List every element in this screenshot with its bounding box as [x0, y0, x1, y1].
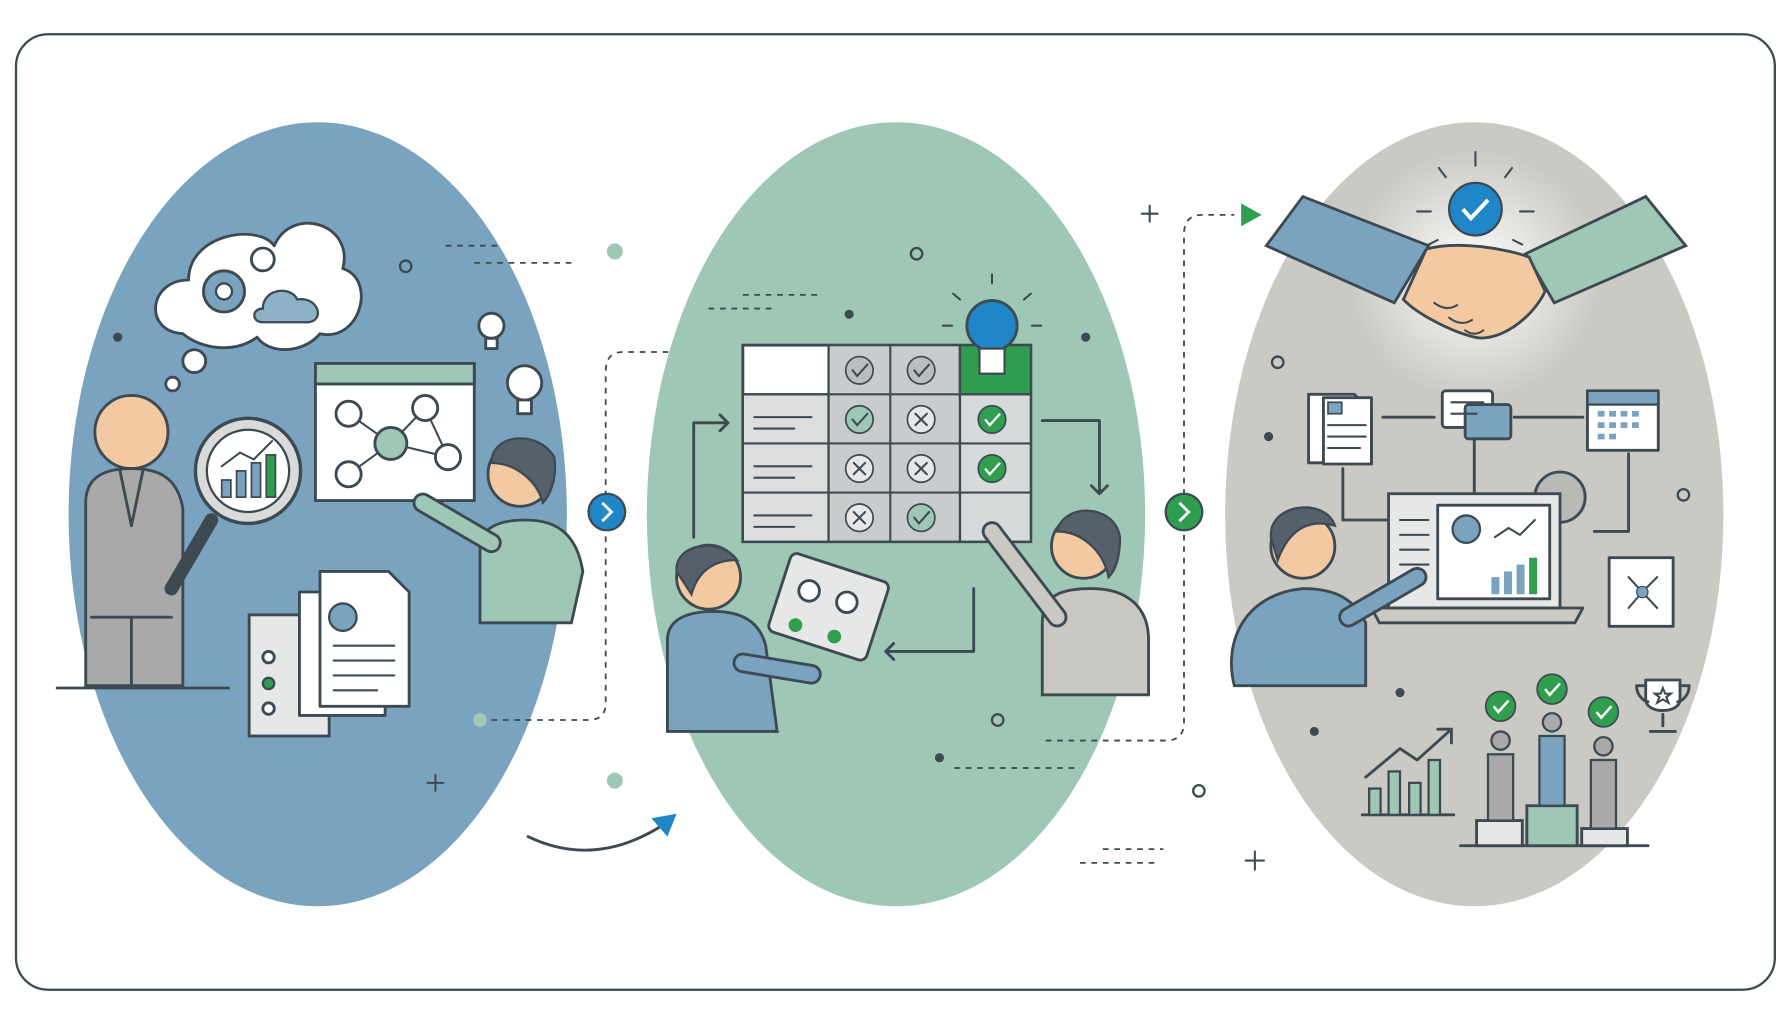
lightbulb-icon — [941, 273, 1043, 375]
cross-icon — [844, 454, 874, 484]
next-step-button-1[interactable] — [587, 492, 627, 532]
document-icon — [1307, 392, 1373, 466]
network-icon — [1607, 556, 1675, 628]
network-board-icon — [314, 361, 476, 502]
magnifier-chart-icon — [164, 416, 303, 596]
thought-cloud-gear-icon — [154, 221, 363, 393]
calendar-icon — [1585, 389, 1660, 452]
comparison-table-icon — [741, 343, 1033, 544]
check-icon — [844, 355, 874, 385]
chevron-right-icon — [601, 501, 614, 523]
check-icon — [844, 404, 874, 434]
documents-icon — [247, 570, 411, 738]
lightbulb-icon — [477, 311, 544, 416]
reviewer-figure — [666, 543, 822, 733]
analyst-figure — [412, 437, 585, 625]
next-step-button-2[interactable] — [1164, 492, 1204, 532]
chevron-right-icon — [1178, 501, 1191, 523]
presenter-figure — [981, 509, 1150, 697]
check-icon — [977, 454, 1007, 484]
cross-icon — [844, 503, 874, 533]
panel-research — [55, 122, 585, 907]
check-badge-icon — [1416, 150, 1535, 246]
cross-icon — [906, 454, 936, 484]
trophy-icon — [1635, 678, 1691, 733]
growth-chart-icon — [1360, 727, 1456, 817]
cross-icon — [906, 404, 936, 434]
laptop-dashboard-icon — [1370, 492, 1585, 625]
tablet-icon — [767, 552, 890, 662]
arrowhead-icon — [651, 813, 677, 837]
check-icon — [906, 503, 936, 533]
team-lead-figure — [1230, 506, 1428, 688]
podium-icon — [1459, 673, 1650, 848]
businessman-figure — [55, 394, 230, 690]
panel-evaluation — [646, 122, 1150, 907]
panel-agreement — [426, 122, 1724, 907]
check-icon — [906, 355, 936, 385]
handshake-icon — [1264, 194, 1689, 340]
check-icon — [977, 404, 1007, 434]
chat-icon — [1440, 389, 1513, 441]
